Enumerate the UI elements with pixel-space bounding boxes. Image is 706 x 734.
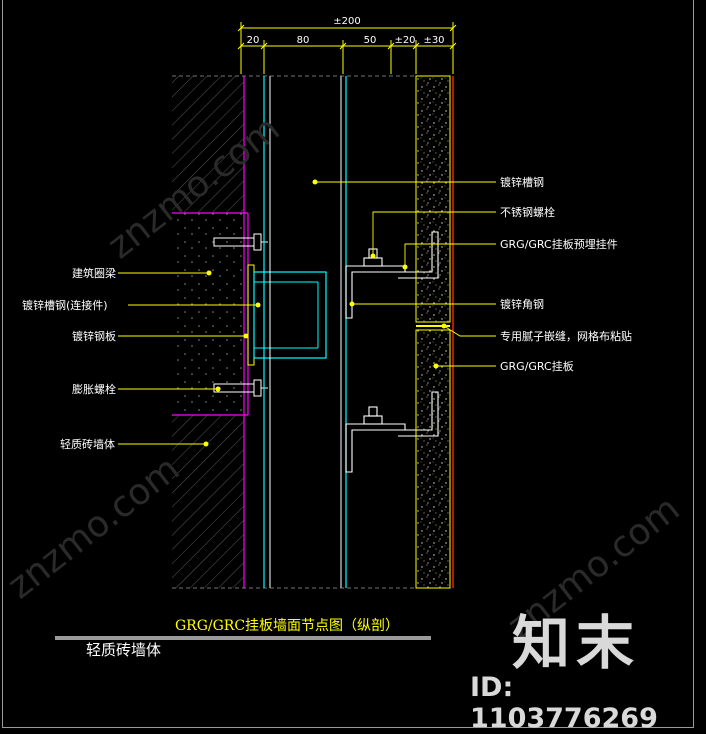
grg-panel-lower bbox=[415, 329, 451, 589]
grg-panel-upper bbox=[415, 75, 451, 323]
left-leaders bbox=[118, 272, 258, 445]
label-putty-joint: 专用腻子嵌缝，网格布粘贴 bbox=[500, 329, 632, 343]
dimension-chain bbox=[237, 22, 457, 74]
label-channel-connector: 镀锌槽钢(连接件) bbox=[22, 298, 108, 312]
ring-beam-dots bbox=[172, 213, 244, 415]
site-watermark-2: znzmo.com bbox=[0, 448, 187, 607]
right-leader-dots bbox=[312, 179, 447, 369]
label-stainless-bolt: 不锈钢螺栓 bbox=[500, 205, 555, 219]
dim-overall: ±200 bbox=[333, 16, 360, 27]
brand-logo: 知末 bbox=[512, 609, 641, 677]
dim-seg-2: 80 bbox=[297, 35, 310, 46]
label-grg-panel: GRG/GRC挂板 bbox=[500, 359, 574, 373]
label-ring-beam: 建筑圈梁 bbox=[72, 266, 116, 280]
asset-id: ID: 1103776269 bbox=[470, 672, 658, 734]
dim-seg-5: ±30 bbox=[423, 35, 444, 46]
dim-seg-1: 20 bbox=[247, 35, 260, 46]
dim-seg-3: 50 bbox=[364, 35, 377, 46]
channel-connector bbox=[253, 271, 327, 359]
dim-seg-4: ±20 bbox=[394, 35, 415, 46]
label-brick-wall: 轻质砖墙体 bbox=[60, 437, 115, 451]
expansion-bolt-bottom bbox=[213, 379, 268, 397]
left-leader-dots bbox=[203, 270, 261, 447]
label-channel-steel: 镀锌槽钢 bbox=[500, 175, 544, 189]
label-expansion-bolt: 膨胀螺栓 bbox=[72, 382, 116, 396]
label-angle-steel: 镀锌角钢 bbox=[500, 297, 544, 311]
title-underline bbox=[55, 636, 431, 640]
galvanized-plate bbox=[247, 264, 255, 366]
drawing-title: GRG/GRC挂板墙面节点图（纵剖） bbox=[175, 618, 399, 634]
right-leaders bbox=[315, 181, 496, 367]
label-galvanized-plate: 镀锌钢板 bbox=[72, 329, 116, 343]
drawing-subtitle: 轻质砖墙体 bbox=[86, 641, 161, 659]
label-embedded-hanger: GRG/GRC挂板预埋挂件 bbox=[500, 237, 618, 251]
